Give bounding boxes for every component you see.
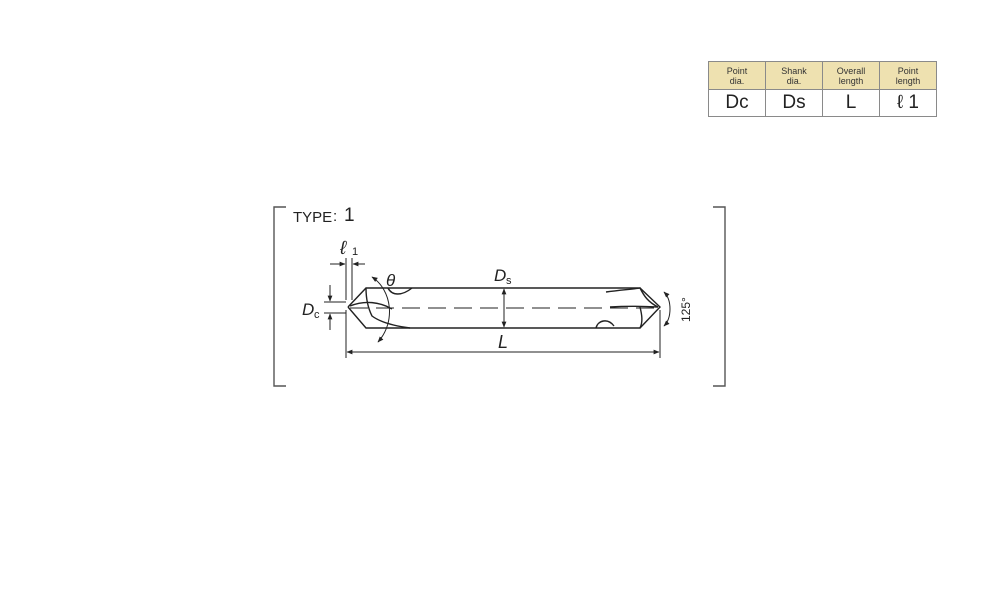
label-point-length: ℓ xyxy=(339,238,347,259)
header-line1: Overall xyxy=(836,65,866,76)
label-tip-angle: 125° xyxy=(679,297,693,322)
spec-table-header-row: Point dia. Shank dia. Overall length Poi… xyxy=(708,61,937,90)
dim-overall-length xyxy=(345,310,661,358)
type-label: TYPE xyxy=(293,209,332,226)
header-overall-length: Overall length xyxy=(822,61,880,90)
header-point-dia: Point dia. xyxy=(708,61,766,90)
label-point-dia-sub: c xyxy=(314,309,320,321)
label-shank-dia-sub: s xyxy=(506,275,512,287)
label-helix-angle: θ xyxy=(386,271,396,290)
header-line1: Point xyxy=(726,65,748,76)
spec-table-symbol-row: Dc Ds L ℓ 1 xyxy=(708,89,937,117)
header-line2: length xyxy=(895,75,921,86)
header-line2: dia. xyxy=(729,75,745,86)
label-point-length-sub: 1 xyxy=(352,246,358,258)
frame-bracket-right xyxy=(713,206,726,387)
type-value: 1 xyxy=(344,205,355,226)
symbol-l1: ℓ 1 xyxy=(879,89,937,117)
symbol-l: L xyxy=(822,89,880,117)
drill-body xyxy=(347,287,661,329)
symbol-ds: Ds xyxy=(765,89,823,117)
frame-bracket-left xyxy=(273,206,286,387)
dim-helix-angle xyxy=(371,276,390,343)
dim-point-length xyxy=(330,258,365,300)
type-separator: : xyxy=(333,208,337,225)
label-shank-dia: D xyxy=(494,266,506,285)
header-line2: length xyxy=(838,75,864,86)
header-line1: Shank xyxy=(781,65,807,76)
label-overall-length: L xyxy=(498,332,508,352)
symbol-dc: Dc xyxy=(708,89,766,117)
dim-point-dia xyxy=(324,285,346,330)
header-shank-dia: Shank dia. xyxy=(765,61,823,90)
header-line2: dia. xyxy=(786,75,802,86)
dim-tip-angle xyxy=(663,291,671,327)
spec-table: Point dia. Shank dia. Overall length Poi… xyxy=(708,61,937,117)
label-point-dia: D xyxy=(302,300,314,319)
header-line1: Point xyxy=(897,65,919,76)
header-point-length: Point length xyxy=(879,61,937,90)
